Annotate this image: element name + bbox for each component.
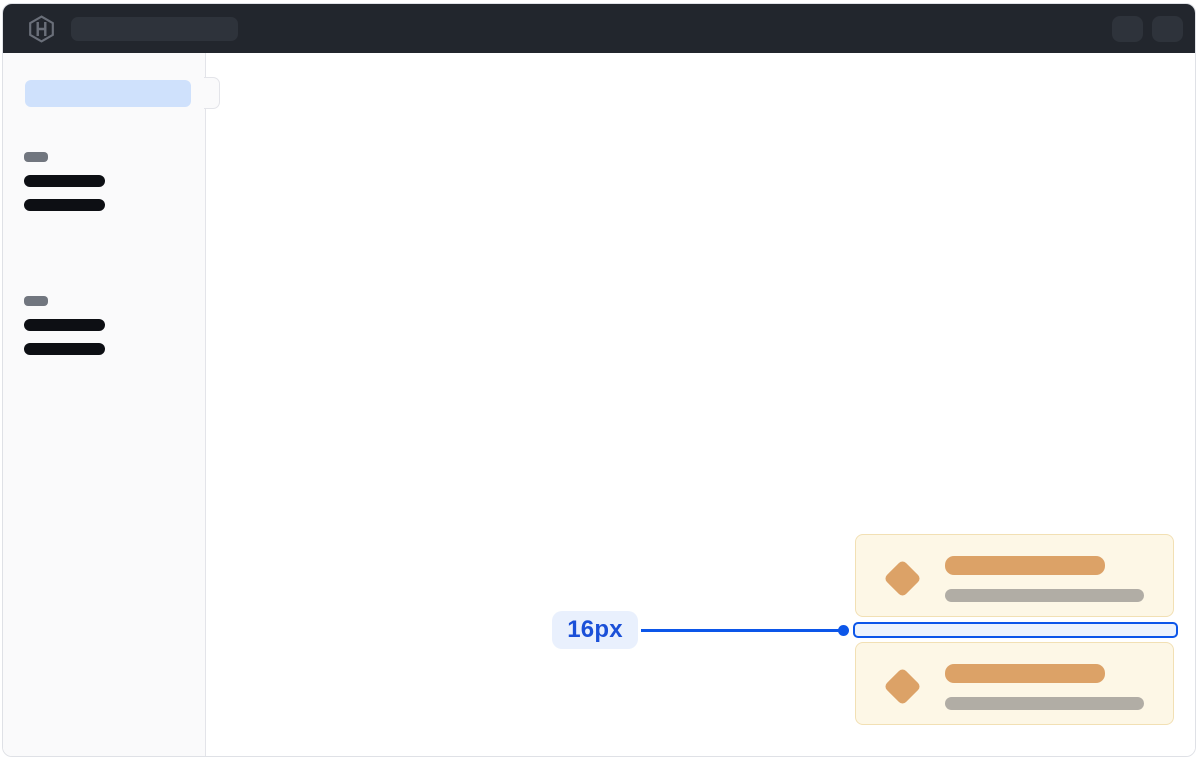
sidebar-nav-link-placeholder[interactable] xyxy=(24,343,105,355)
top-nav-bar xyxy=(3,4,1195,53)
sidebar xyxy=(3,53,206,756)
sidebar-toggle-tab[interactable] xyxy=(204,77,220,109)
topbar-action-placeholder[interactable] xyxy=(1112,16,1143,42)
sidebar-nav-link-placeholder[interactable] xyxy=(24,175,105,187)
card-title-placeholder xyxy=(945,664,1105,683)
main-content xyxy=(207,53,1195,756)
spacing-gap-highlight xyxy=(853,622,1178,638)
app-window: 16px xyxy=(2,3,1196,757)
sidebar-section-label-placeholder xyxy=(24,152,48,162)
card-subtitle-placeholder xyxy=(945,589,1144,602)
annotation-connector-dot xyxy=(838,624,849,636)
sidebar-nav-link-placeholder[interactable] xyxy=(24,199,105,211)
sidebar-active-item-placeholder[interactable] xyxy=(25,80,191,107)
search-bar-placeholder[interactable] xyxy=(71,17,238,41)
list-card xyxy=(855,534,1174,617)
sidebar-nav-link-placeholder[interactable] xyxy=(24,319,105,331)
card-subtitle-placeholder xyxy=(945,697,1144,710)
card-title-placeholder xyxy=(945,556,1105,575)
diamond-icon xyxy=(883,667,922,706)
annotation-connector-line xyxy=(641,629,844,632)
diamond-icon xyxy=(883,559,922,598)
hashicorp-logo-icon xyxy=(28,15,55,43)
topbar-action-placeholder[interactable] xyxy=(1152,16,1183,42)
list-card xyxy=(855,642,1174,725)
spacing-value-label: 16px xyxy=(567,616,623,643)
spacing-value-badge: 16px xyxy=(552,611,638,649)
sidebar-section-label-placeholder xyxy=(24,296,48,306)
